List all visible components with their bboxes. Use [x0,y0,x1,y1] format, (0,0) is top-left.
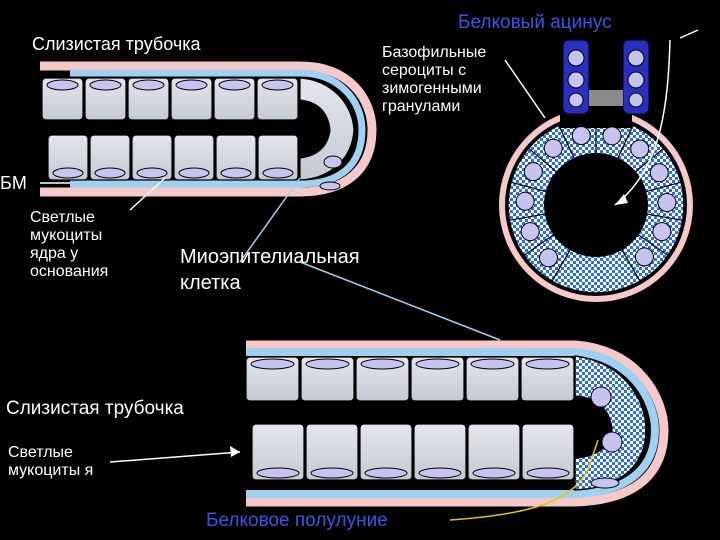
acinus-cell-border [551,249,571,282]
label-mucous-tubule-top: Слизистая трубочка [32,34,201,54]
acinus-nucleus [602,126,622,146]
bottom-lower-nucleus [526,467,570,479]
protein-acinus [499,29,699,302]
top-myoepithelium [70,69,366,188]
acinus-cell-border [523,234,554,256]
top-upper-cell-row [41,77,299,121]
top-mucous-tubule [40,61,377,197]
acinus-nucleus [652,222,672,242]
leader-lines [40,59,546,463]
acinus-nucleus [520,222,540,242]
top-upper-nucleus [175,79,208,91]
top-lower-nucleus [178,167,210,179]
acinus-nucleus [538,248,558,268]
bottom-lower-cell [413,423,467,481]
zymogen-cells-left [562,39,590,115]
secretion-arrowhead [615,194,628,205]
acinus-pointer [679,29,699,39]
acinus-nucleus [649,163,669,183]
demilune-nucleus-2 [601,431,623,453]
acinus-nucleus [515,191,535,211]
demilune-myo-nucleus [590,477,620,489]
bottom-upper-nucleus [305,358,350,370]
demilune-pointer [587,439,599,471]
bottom-mucocyte-arrowhead [230,446,240,457]
acinus-cell-border [621,249,641,282]
bottom-upper-nucleus [360,358,405,370]
bottom-basement-membrane [246,340,669,507]
acinus-nucleus [571,126,591,146]
bottom-mucous-tubule [245,340,669,521]
bottom-upper-nucleus [415,358,460,370]
acinus-nuclei [515,126,677,268]
top-lower-nucleus [52,167,84,179]
top-lower-nucleus [262,167,294,179]
bottom-lower-cell [305,423,359,481]
myoepithelial-nucleus [319,181,341,191]
label-light-mucocytes-top: Светлые мукоциты ядра у основания [30,209,109,280]
acinus-cell-border [510,181,546,193]
mucocyte-leader [129,177,166,211]
top-lower-nucleus [136,167,168,179]
bottom-upper-cell-row [245,356,575,402]
bottom-lower-nucleus [256,467,300,479]
demilune-pointer-curve [449,469,589,521]
label-bm: БМ [0,173,27,193]
bottom-lower-nucleus [364,467,408,479]
serocyte-leader [504,59,546,119]
acinus-cell-border [617,124,634,159]
top-upper-nucleus [46,79,79,91]
acinus-lumen [544,153,648,257]
acinus-cell-border [528,147,557,173]
top-upper-nucleus [89,79,122,91]
label-protein-acinus: Белковый ацинус [458,12,612,33]
acinus-cell-border [647,213,683,221]
acinus-nucleus [523,162,543,182]
zymogen-cells-right [622,39,650,115]
myo-leader-bottom [299,261,501,341]
bottom-lower-cell-row [251,423,575,481]
top-upper-nucleus [218,79,251,91]
myo-leader-top [239,177,301,263]
acinus-cell-border [509,213,545,221]
acinus-cell-borders [509,117,683,282]
bottom-lower-cell [521,423,575,481]
label-light-mucocytes-bottom: Светлые мукоциты я [8,444,94,479]
acinus-nucleus [634,247,654,267]
top-lower-cell-row [47,134,299,181]
bottom-mucocyte-leader [109,451,241,463]
acinus-nucleus [630,139,650,159]
bottom-lower-cell [251,423,305,481]
label-myoepithelial-cell: Миоэпителиальная клетка [180,246,360,294]
acinus-cell-border [638,234,669,256]
bottom-lower-nucleus [418,467,462,479]
top-upper-nucleus [261,79,294,91]
bottom-lower-cell [359,423,413,481]
top-lower-nucleus [94,167,126,179]
bottom-lower-nucleus [310,467,354,479]
label-basophilic-serocytes: Базофильные сероциты с зимогенными грану… [382,44,487,115]
acinus-cell-border [646,181,682,193]
bottom-lower-nucleus [472,467,516,479]
top-curve-cells [299,77,355,181]
bottom-lower-cell [467,423,521,481]
secretion-arrow [614,39,671,206]
top-curve-nucleus [323,155,343,169]
acinus-cell-border [558,124,575,159]
demilune-nucleus-1 [590,386,612,408]
acinus-nucleus [543,138,563,158]
bottom-myoepithelium [246,348,660,498]
bottom-upper-nucleus [250,358,295,370]
label-mucous-tubule-bottom: Слизистая трубочка [6,398,184,419]
bottom-upper-nucleus [470,358,515,370]
acinus-duct-connection [589,90,623,106]
label-protein-demilune: Белковое полулуние [206,510,388,531]
bottom-upper-nucleus [525,358,570,370]
top-lower-nucleus [220,167,252,179]
acinus-nucleus [657,193,677,213]
top-upper-nucleus [132,79,165,91]
